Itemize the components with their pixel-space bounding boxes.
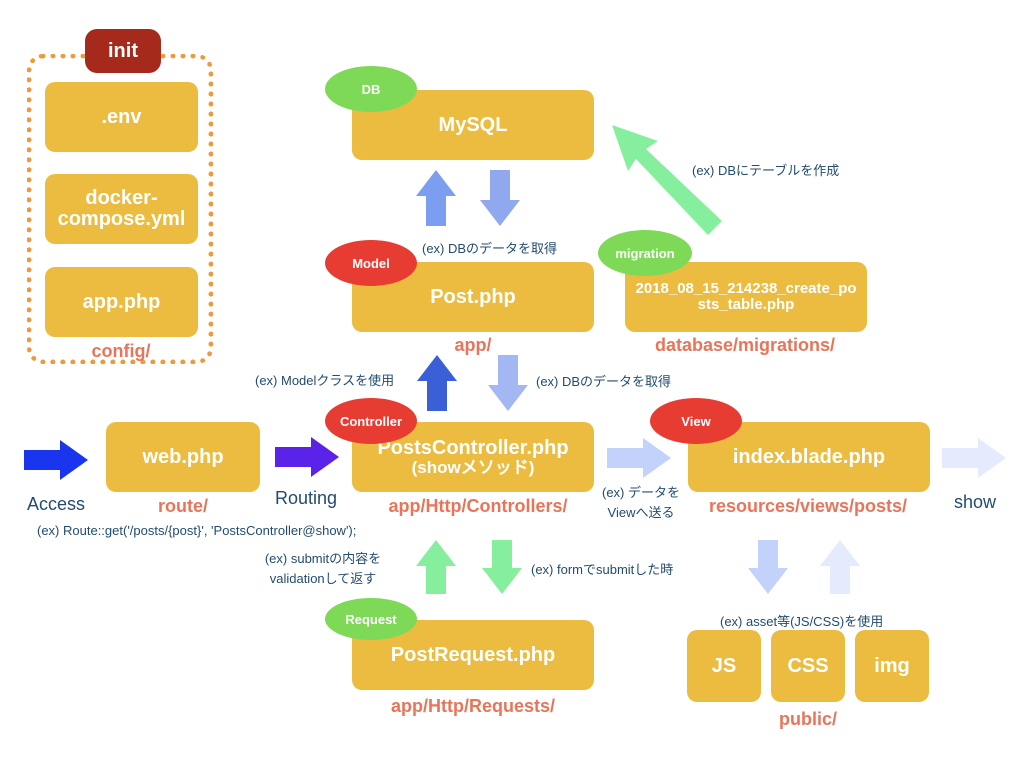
submit-validation-note: (ex) submitの内容を validationして返す: [265, 549, 381, 589]
access-label: Access: [26, 494, 86, 514]
public-dir-label: public/: [779, 709, 837, 729]
migration-label: 2018_08_15_214238_create_posts_table.php: [635, 280, 857, 313]
mysql-label: MySQL: [438, 113, 508, 136]
show-label: show: [953, 492, 997, 512]
view-to-assets-arrow: [748, 540, 788, 594]
controller-get-data-note: (ex) DBのデータを取得: [536, 374, 672, 389]
controller-to-view-arrow: [607, 438, 671, 478]
model-to-controller-arrow: [488, 355, 528, 411]
use-model-class-note: (ex) Modelクラスを使用: [255, 373, 395, 388]
access-arrow: [24, 440, 88, 480]
view-to-show-arrow: [942, 438, 1006, 478]
config-dir-label: config/: [91, 341, 151, 361]
views-dir-label: resources/views/posts/: [708, 496, 908, 516]
web-php-box: web.php: [106, 422, 260, 492]
db-tag: DB: [325, 66, 417, 112]
request-to-controller-arrow: [416, 540, 456, 594]
send-to-view-line1: (ex) データを: [601, 485, 681, 500]
controller-to-request-arrow: [482, 540, 522, 594]
routing-arrow: [275, 437, 339, 477]
posts-controller-label: PostsController.php: [377, 436, 569, 459]
docker-compose-box: docker-compose.yml: [45, 174, 198, 244]
post-php-label: Post.php: [430, 285, 516, 308]
web-php-label: web.php: [142, 445, 224, 468]
app-php-box: app.php: [45, 267, 198, 337]
use-assets-note: (ex) asset等(JS/CSS)を使用: [720, 614, 884, 629]
controller-to-model-arrow: [417, 355, 457, 411]
db-to-model-arrow: [480, 170, 520, 226]
request-tag: Request: [325, 598, 417, 640]
controllers-dir-label: app/Http/Controllers/: [388, 496, 568, 516]
assets-to-view-arrow: [820, 540, 860, 594]
send-to-view-line2: Viewへ送る: [607, 505, 675, 520]
controller-tag: Controller: [325, 398, 417, 444]
model-tag: Model: [325, 240, 417, 286]
app-php-label: app.php: [82, 290, 161, 313]
migration-box: 2018_08_15_214238_create_posts_table.php: [625, 262, 867, 332]
db-create-table-note: (ex) DBにテーブルを作成: [692, 163, 840, 178]
send-to-view-note: (ex) データを Viewへ送る: [602, 483, 680, 523]
css-label: CSS: [787, 654, 829, 677]
migrations-dir-label: database/migrations/: [654, 335, 836, 355]
route-get-note: (ex) Route::get('/posts/{post}', 'PostsC…: [37, 523, 357, 538]
docker-compose-label: docker-compose.yml: [57, 187, 186, 230]
route-dir-label: route/: [157, 496, 209, 516]
requests-dir-label: app/Http/Requests/: [390, 696, 556, 716]
app-dir-label: app/: [454, 335, 492, 355]
js-box: JS: [687, 630, 761, 702]
migration-to-db-arrow: [612, 125, 722, 235]
img-box: img: [855, 630, 929, 702]
submit-validation-line1: (ex) submitの内容を: [264, 551, 382, 566]
post-request-label: PostRequest.php: [390, 643, 556, 666]
mysql-box: MySQL: [352, 90, 594, 160]
init-title: init: [85, 29, 161, 73]
routing-label: Routing: [274, 488, 338, 508]
model-get-data-note: (ex) DBのデータを取得: [422, 241, 558, 256]
css-box: CSS: [771, 630, 845, 702]
model-to-db-arrow: [416, 170, 456, 226]
img-label: img: [874, 654, 910, 677]
form-submit-note: (ex) formでsubmitした時: [531, 562, 674, 577]
env-file-box: .env: [45, 82, 198, 152]
submit-validation-line2: validationして返す: [269, 571, 377, 586]
env-file-label: .env: [101, 105, 142, 128]
view-tag: View: [650, 398, 742, 444]
migration-tag: migration: [598, 230, 692, 276]
show-method-label: (showメソッド): [411, 457, 535, 477]
js-label: JS: [711, 654, 737, 677]
index-blade-label: index.blade.php: [732, 445, 886, 468]
